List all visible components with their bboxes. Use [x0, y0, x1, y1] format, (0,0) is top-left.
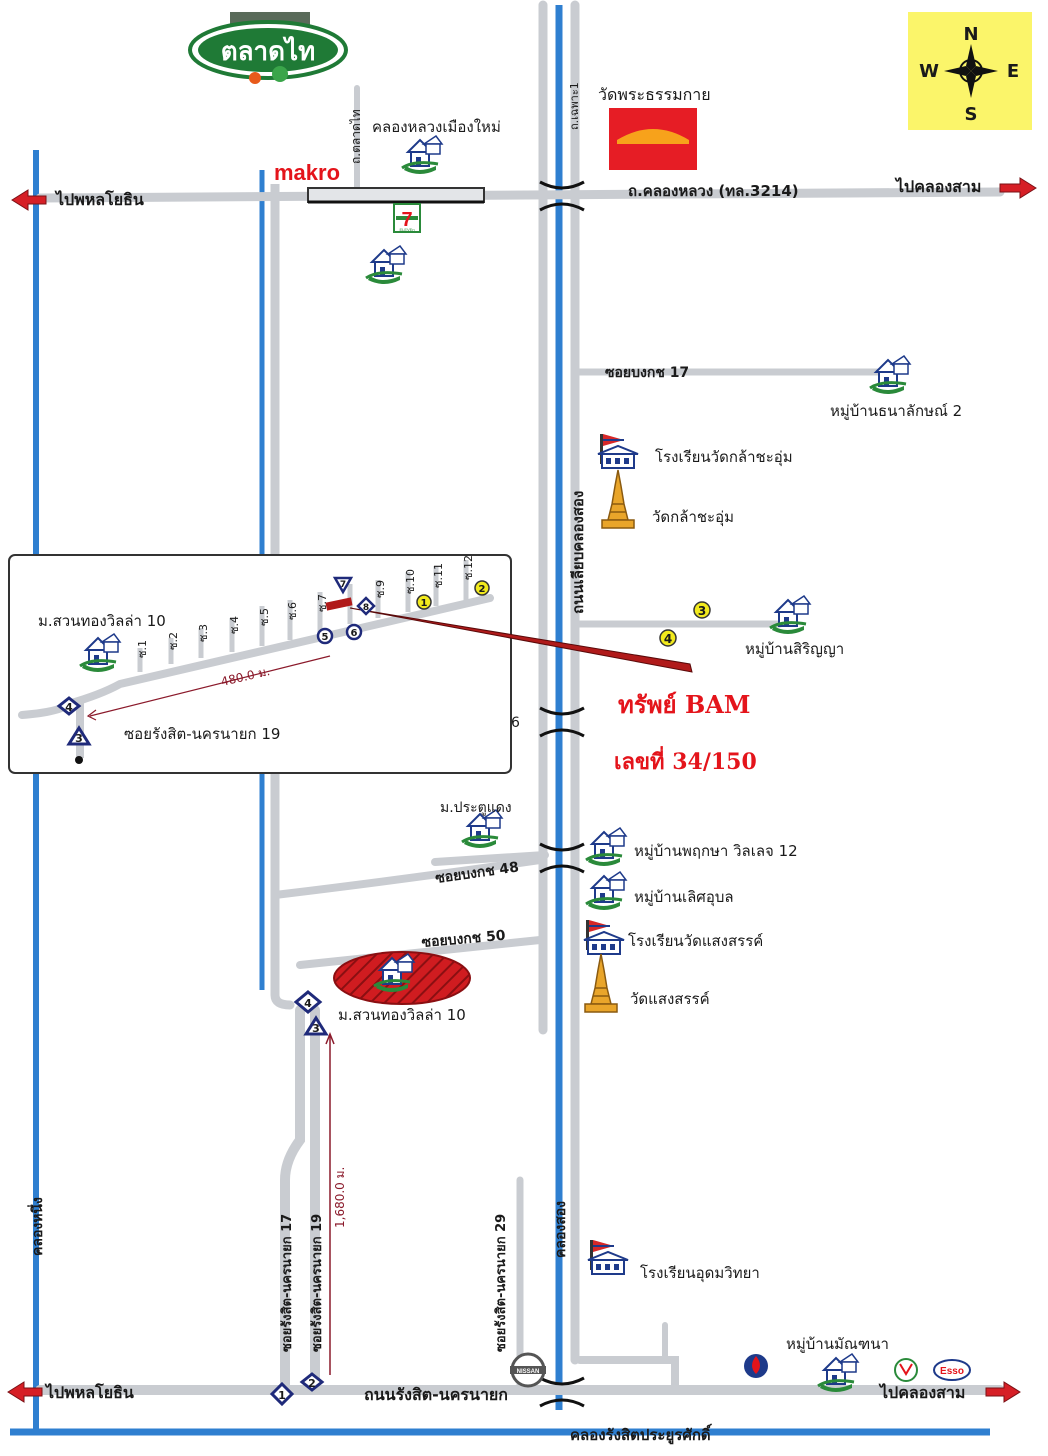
svg-text:S: S: [965, 104, 978, 125]
svg-text:ซ.2: ซ.2: [167, 632, 180, 650]
svg-text:คลองรังสิตประยูรศักดิ์: คลองรังสิตประยูรศักดิ์: [570, 1423, 713, 1445]
svg-text:NISSAN: NISSAN: [517, 1369, 540, 1375]
svg-text:ซอยรังสิต-นครนายก 17: ซอยรังสิต-นครนายก 17: [280, 1214, 295, 1352]
svg-text:Esso: Esso: [940, 1366, 964, 1377]
compass: N S W E: [908, 12, 1032, 130]
svg-text:3: 3: [698, 604, 706, 618]
svg-text:ซ.1: ซ.1: [136, 640, 149, 658]
seven-eleven-logo: 7 ELEVEn: [393, 203, 421, 233]
svg-text:ทรัพย์ BAM: ทรัพย์ BAM: [618, 690, 750, 719]
svg-text:ซอยรังสิต-นครนายก 29: ซอยรังสิต-นครนายก 29: [494, 1214, 509, 1352]
svg-text:4: 4: [65, 701, 73, 714]
svg-text:ม.สวนทองวิลล่า 10: ม.สวนทองวิลล่า 10: [338, 1006, 466, 1024]
svg-text:ซ.6: ซ.6: [286, 602, 299, 620]
inset-map: 4 3 5 6 7 8 1 2: [8, 554, 693, 774]
svg-text:ถ.เฉพาะ1: ถ.เฉพาะ1: [568, 82, 581, 130]
makro-logo: makro: [268, 158, 346, 185]
svg-text:1,680.0 ม.: 1,680.0 ม.: [333, 1167, 347, 1228]
svg-text:หมู่บ้านมัณฑนา: หมู่บ้านมัณฑนา: [786, 1335, 889, 1353]
svg-text:6: 6: [511, 715, 520, 731]
svg-text:โรงเรียนอุดมวิทยา: โรงเรียนอุดมวิทยา: [640, 1264, 760, 1283]
svg-text:ซอยบงกช 17: ซอยบงกช 17: [605, 365, 689, 381]
svg-text:คลองหลวงเมืองใหม่: คลองหลวงเมืองใหม่: [372, 118, 501, 136]
svg-text:6: 6: [351, 628, 358, 639]
route-markers: 4 3 1 2: [269, 990, 335, 1407]
map-labels: ถ.ตลาดไท คลองหลวงเมืองใหม่ วัดพระธรรมกาย…: [27, 82, 981, 1445]
svg-text:คลองสอง: คลองสอง: [553, 1201, 569, 1258]
svg-text:หมู่บ้านสิริญญา: หมู่บ้านสิริญญา: [745, 640, 844, 658]
svg-text:หมู่บ้านพฤกษา วิลเลจ 12: หมู่บ้านพฤกษา วิลเลจ 12: [634, 842, 798, 860]
yellow-markers: 3 4: [659, 601, 711, 647]
svg-text:วัดพระธรรมกาย: วัดพระธรรมกาย: [598, 85, 711, 104]
svg-text:ซอยรังสิต-นครนายก 19: ซอยรังสิต-นครนายก 19: [124, 725, 280, 743]
svg-text:เลขที่ 34/150: เลขที่ 34/150: [614, 745, 757, 775]
svg-text:7: 7: [340, 580, 346, 590]
svg-text:3: 3: [312, 1022, 320, 1035]
svg-text:ซ.9: ซ.9: [374, 580, 387, 598]
svg-text:วัดกล้าชะอุ่ม: วัดกล้าชะอุ่ม: [652, 508, 734, 527]
svg-text:โรงเรียนวัดกล้าชะอุ่ม: โรงเรียนวัดกล้าชะอุ่ม: [655, 448, 793, 467]
svg-text:ซ.3: ซ.3: [197, 624, 210, 642]
svg-text:ซ.5: ซ.5: [258, 608, 271, 626]
svg-text:3: 3: [75, 732, 83, 745]
svg-text:8: 8: [363, 603, 369, 613]
svg-text:7: 7: [401, 209, 412, 231]
svg-text:2: 2: [479, 584, 486, 595]
svg-text:หมู่บ้านธนาลักษณ์ 2: หมู่บ้านธนาลักษณ์ 2: [830, 402, 962, 420]
gas-station-logos: Esso NISSAN: [510, 1352, 971, 1388]
svg-text:ไปคลองสาม: ไปคลองสาม: [894, 177, 981, 196]
svg-text:E: E: [1007, 61, 1019, 82]
svg-text:ถนนรังสิต-นครนายก: ถนนรังสิต-นครนายก: [364, 1385, 508, 1404]
svg-text:N: N: [963, 24, 978, 45]
svg-text:คลองหนึ่ง: คลองหนึ่ง: [27, 1197, 46, 1256]
svg-text:วัดแสงสรรค์: วัดแสงสรรค์: [630, 990, 710, 1008]
talad-thai-logo: ตลาดไท: [188, 12, 348, 84]
svg-text:ซอยบงกช 50: ซอยบงกช 50: [421, 928, 507, 951]
svg-text:makro: makro: [274, 160, 340, 185]
svg-text:ถ.ตลาดไท: ถ.ตลาดไท: [349, 109, 363, 164]
svg-text:2: 2: [308, 1377, 316, 1390]
svg-text:ถนนเลียบคลองสอง: ถนนเลียบคลองสอง: [569, 491, 587, 614]
svg-text:ตลาดไท: ตลาดไท: [221, 35, 316, 67]
wat-phra-dhammakaya-symbol: [609, 108, 697, 170]
svg-text:5: 5: [322, 632, 329, 643]
svg-text:โรงเรียนวัดแสงสรรค์: โรงเรียนวัดแสงสรรค์: [628, 932, 763, 950]
svg-text:ม.ประตูแดง: ม.ประตูแดง: [440, 800, 512, 816]
svg-text:ซ.12: ซ.12: [462, 555, 475, 580]
svg-text:หมู่บ้านเลิศอุบล: หมู่บ้านเลิศอุบล: [634, 888, 734, 907]
svg-text:W: W: [919, 61, 939, 82]
svg-text:ซ.11: ซ.11: [432, 563, 445, 588]
svg-text:1: 1: [421, 598, 428, 609]
bam-plot-oval: [333, 951, 471, 1005]
svg-text:ม.สวนทองวิลล่า 10: ม.สวนทองวิลล่า 10: [38, 612, 166, 630]
svg-text:4: 4: [664, 632, 672, 646]
svg-text:ซ.4: ซ.4: [228, 616, 241, 634]
svg-text:ไปพหลโยธิน: ไปพหลโยธิน: [54, 189, 144, 209]
svg-text:ไปคลองสาม: ไปคลองสาม: [878, 1383, 965, 1402]
flyover: [307, 187, 485, 203]
svg-text:4: 4: [304, 997, 312, 1010]
svg-text:ซ.7: ซ.7: [316, 594, 329, 612]
svg-text:ถ.คลองหลวง (ทล.3214): ถ.คลองหลวง (ทล.3214): [628, 182, 799, 200]
direction-arrows: [7, 177, 1037, 1403]
svg-text:ไปพหลโยธิน: ไปพหลโยธิน: [44, 1382, 134, 1402]
svg-text:1: 1: [278, 1389, 286, 1402]
svg-text:ซอยรังสิต-นครนายก 19: ซอยรังสิต-นครนายก 19: [310, 1214, 325, 1352]
svg-text:ELEVEn: ELEVEn: [399, 227, 414, 232]
svg-text:ซ.10: ซ.10: [404, 569, 417, 594]
inset-soi-labels: ซ.1 ซ.2 ซ.3 ซ.4 ซ.5 ซ.6 ซ.7 ซ.9 ซ.10 ซ.1…: [136, 555, 475, 658]
